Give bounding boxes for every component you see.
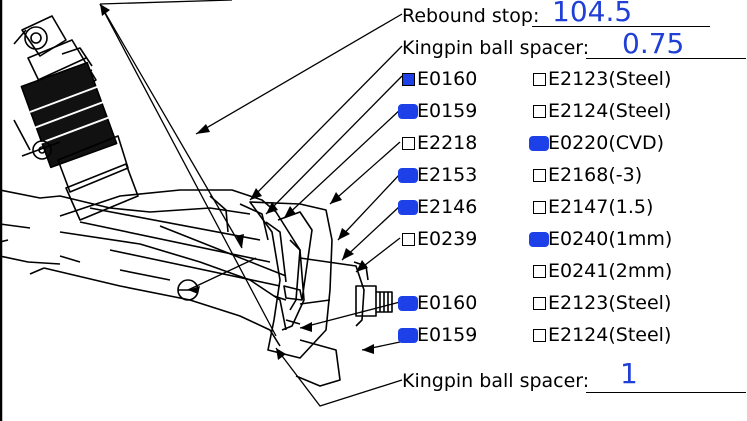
option-left-3[interactable]: E2153	[402, 164, 477, 186]
option-code: E0159	[417, 324, 478, 346]
option-right-3[interactable]: E2168(-3)	[533, 164, 642, 186]
kingpin-spacer-1-value[interactable]: 0.75	[622, 27, 685, 60]
checkbox-checked[interactable]	[533, 233, 546, 246]
option-left-2[interactable]: E2218	[402, 132, 477, 154]
arrowheads	[100, 4, 374, 360]
shock-top-mount	[13, 15, 67, 57]
option-code: E2147(1.5)	[548, 196, 654, 218]
option-code: E2146	[417, 196, 478, 218]
option-right-2[interactable]: E0220(CVD)	[533, 132, 664, 154]
kingpin-spacer-2-label: Kingpin ball spacer:	[402, 370, 590, 392]
option-code: E2168(-3)	[548, 164, 643, 186]
option-code: E2123(Steel)	[548, 292, 672, 314]
checkbox-unchecked[interactable]	[533, 329, 546, 342]
option-right-4[interactable]: E2147(1.5)	[533, 196, 653, 218]
kingpin-spacer-1-underline	[586, 58, 746, 59]
checkbox-unchecked[interactable]	[533, 169, 546, 182]
rebound-stop-label: Rebound stop:	[402, 5, 540, 27]
option-code: E0241(2mm)	[548, 260, 673, 282]
option-code: E0160	[417, 292, 478, 314]
option-right-7[interactable]: E2123(Steel)	[533, 292, 671, 314]
kingpin-spacer-1-label: Kingpin ball spacer:	[402, 37, 590, 59]
checkbox-checked[interactable]	[402, 105, 415, 118]
option-right-1[interactable]: E2124(Steel)	[533, 100, 671, 122]
option-left-5[interactable]: E0239	[402, 228, 477, 250]
checkbox-checked[interactable]	[402, 73, 415, 86]
rebound-stop-value[interactable]: 104.5	[552, 0, 633, 28]
checkbox-checked[interactable]	[402, 201, 415, 214]
checkbox-checked[interactable]	[402, 297, 415, 310]
option-right-6[interactable]: E0241(2mm)	[533, 260, 672, 282]
option-code: E2124(Steel)	[548, 324, 672, 346]
hub-carrier	[249, 201, 393, 387]
checkbox-checked[interactable]	[402, 329, 415, 342]
option-code: E2218	[417, 132, 478, 154]
checkbox-unchecked[interactable]	[533, 73, 546, 86]
option-right-5[interactable]: E0240(1mm)	[533, 228, 672, 250]
checkbox-checked[interactable]	[533, 137, 546, 150]
checkbox-checked[interactable]	[402, 169, 415, 182]
option-code: E0160	[417, 68, 478, 90]
option-right-8[interactable]: E2124(Steel)	[533, 324, 671, 346]
checkbox-unchecked[interactable]	[533, 201, 546, 214]
option-code: E2123(Steel)	[548, 68, 672, 90]
option-code: E0220(CVD)	[548, 132, 665, 154]
option-code: E2153	[417, 164, 478, 186]
option-code: E0240(1mm)	[548, 228, 673, 250]
option-left-7[interactable]: E0160	[402, 292, 477, 314]
rebound-stop-underline	[532, 26, 710, 27]
checkbox-unchecked[interactable]	[533, 297, 546, 310]
checkbox-unchecked[interactable]	[533, 265, 546, 278]
shock-body	[13, 39, 139, 221]
lower-arm	[29, 189, 305, 347]
kingpin-spacer-2-value[interactable]: 1	[620, 357, 638, 390]
checkbox-unchecked[interactable]	[402, 137, 415, 150]
checkbox-unchecked[interactable]	[533, 105, 546, 118]
kingpin-spacer-2-underline	[586, 392, 746, 393]
option-left-8[interactable]: E0159	[402, 324, 477, 346]
option-left-0[interactable]: E0160	[402, 68, 477, 90]
option-right-0[interactable]: E2123(Steel)	[533, 68, 671, 90]
checkbox-unchecked[interactable]	[402, 233, 415, 246]
option-code: E0159	[417, 100, 478, 122]
option-code: E0239	[417, 228, 478, 250]
chassis-frame	[0, 189, 251, 265]
option-left-1[interactable]: E0159	[402, 100, 477, 122]
option-code: E2124(Steel)	[548, 100, 672, 122]
leader-lines	[99, 0, 403, 407]
option-left-4[interactable]: E2146	[402, 196, 477, 218]
